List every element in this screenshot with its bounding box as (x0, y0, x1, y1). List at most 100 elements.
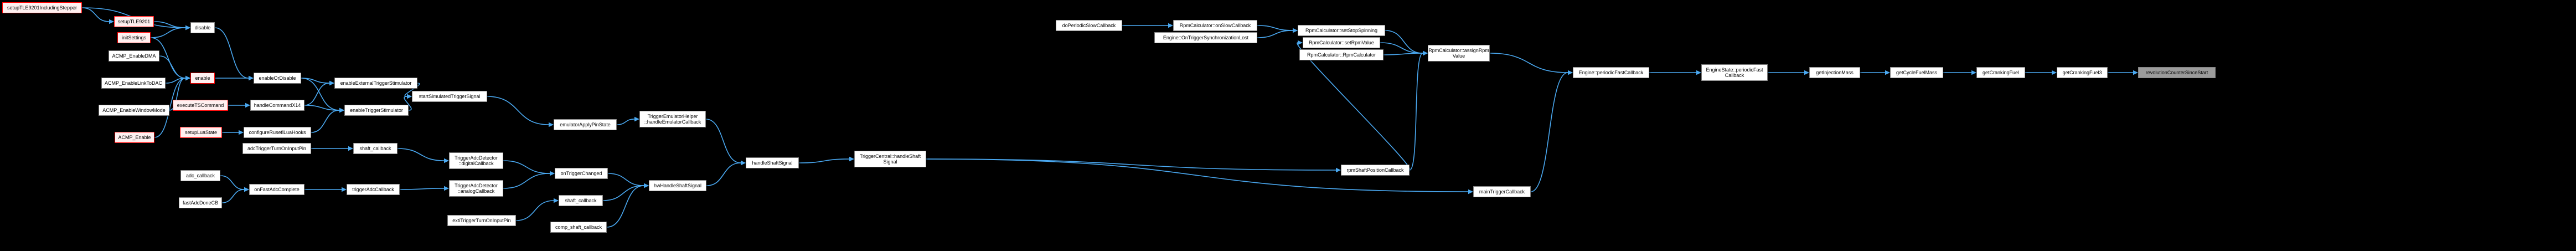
graph-node[interactable]: disable (190, 22, 215, 33)
graph-node[interactable]: RpmCalculator::setRpmValue (1303, 37, 1380, 48)
graph-node[interactable]: mainTriggerCallback (1473, 186, 1531, 197)
graph-edge (304, 83, 330, 106)
graph-edge (926, 158, 1336, 171)
graph-node[interactable]: enableExternalTriggerStimulator (334, 78, 417, 89)
graph-edge (1297, 42, 1411, 171)
graph-edge-arrowhead (339, 107, 344, 113)
graph-edge-arrowhead (644, 183, 649, 188)
graph-node[interactable]: setupLuaState (180, 127, 222, 138)
graph-node[interactable]: enable (190, 73, 215, 84)
graph-edge-arrowhead (185, 75, 190, 81)
graph-node[interactable]: RpmCalculator::RpmCalculator (1299, 49, 1383, 60)
graph-edge-arrowhead (1568, 70, 1573, 75)
graph-node[interactable]: setupTLE9201 (114, 16, 154, 27)
graph-node[interactable]: rpmShaftPositionCallback (1341, 165, 1410, 176)
graph-node[interactable]: hwHandleShaftSignal (649, 180, 706, 191)
graph-edge (397, 148, 445, 161)
graph-node[interactable]: getCrankingFuel3 (2057, 67, 2108, 78)
graph-node[interactable]: doPeriodicSlowCallback (1056, 20, 1122, 31)
graph-node[interactable]: revolutionCounterSinceStart (2138, 67, 2216, 78)
graph-edge-arrowhead (249, 75, 254, 81)
graph-edge (214, 27, 249, 79)
graph-node[interactable]: extiTriggerTurnOnInputPin (447, 215, 516, 226)
graph-edge-arrowhead (2133, 70, 2138, 75)
graph-edge-arrowhead (185, 75, 190, 81)
graph-edge (1257, 30, 1293, 38)
graph-node[interactable]: handleShaftSignal (746, 157, 799, 168)
graph-edge (606, 185, 644, 228)
graph-node[interactable]: comp_shaft_callback (550, 222, 607, 233)
graph-edge (150, 27, 186, 38)
graph-edge (1489, 53, 1568, 73)
graph-node[interactable]: getInjectionMass (1809, 67, 1860, 78)
graph-edge-arrowhead (1423, 50, 1428, 56)
graph-node[interactable]: enableTriggerStimulator (344, 105, 409, 116)
graph-node[interactable]: initSettings (117, 32, 151, 43)
graph-node[interactable]: setupTLE9201IncludingStepper (2, 2, 82, 13)
graph-edge-arrowhead (444, 158, 449, 163)
graph-node[interactable]: ACMP_EnableWindowMode (99, 105, 169, 116)
graph-node[interactable]: Engine::OnTriggerSynchronizationLost (1154, 32, 1257, 43)
graph-edge (301, 78, 340, 111)
graph-edge (1380, 42, 1423, 54)
graph-node[interactable]: fastAdcDoneCB (179, 197, 222, 208)
graph-edge-arrowhead (329, 80, 334, 86)
graph-edge (607, 173, 644, 186)
graph-node[interactable]: triggerAdcCallback (347, 184, 400, 195)
graph-edge-arrowhead (348, 146, 353, 151)
graph-edge-arrowhead (550, 171, 555, 176)
graph-edge-arrowhead (1696, 70, 1701, 75)
graph-node[interactable]: onFastAdcComplete (249, 184, 304, 195)
graph-edge-arrowhead (244, 187, 249, 192)
graph-node[interactable]: ACMP_EnableDMA (109, 50, 159, 62)
graph-edge-arrowhead (185, 25, 190, 30)
graph-node[interactable]: configureRusefiLuaHooks (244, 127, 311, 138)
graph-node[interactable]: executeTSCommand (173, 100, 228, 111)
graph-edge-arrowhead (1971, 70, 1976, 75)
graph-node[interactable]: onTriggerChanged (555, 168, 608, 179)
graph-node[interactable]: handleCommandX14 (250, 100, 304, 111)
graph-edge-arrowhead (1423, 50, 1428, 56)
graph-node[interactable]: RpmCalculator::onSlowCallback (1173, 20, 1257, 31)
graph-edge-arrowhead (1568, 70, 1573, 75)
graph-edge-arrowhead (185, 75, 190, 81)
graph-node[interactable]: RpmCalculator::assignRpm Value (1428, 45, 1490, 62)
graph-edge (311, 110, 340, 133)
graph-edge (159, 55, 186, 79)
graph-node[interactable]: shaft_callback (353, 143, 398, 154)
graph-edge-arrowhead (1468, 189, 1473, 194)
graph-node[interactable]: startSimulatedTriggerSignal (412, 91, 487, 102)
graph-node[interactable]: RpmCalculator::setStopSpinning (1298, 25, 1385, 36)
graph-node[interactable]: TriggerCentral::handleShaft Signal (854, 151, 926, 167)
graph-node[interactable]: EngineState::periodicFast Callback (1701, 64, 1768, 81)
graph-edge (602, 185, 644, 201)
graph-edge-arrowhead (249, 75, 254, 81)
graph-edge (220, 175, 245, 190)
graph-node[interactable]: ACMP_Enable (115, 132, 154, 143)
graph-edge (81, 7, 110, 22)
graph-edge-arrowhead (644, 183, 649, 188)
graph-edge-arrowhead (185, 25, 190, 30)
graph-node[interactable]: enableOrDisable (254, 73, 301, 84)
graph-node[interactable]: adc_callback (180, 170, 220, 181)
graph-edge (616, 119, 635, 125)
graph-node[interactable]: Engine::periodicFastCallback (1573, 67, 1649, 78)
graph-edge-arrowhead (741, 160, 746, 166)
graph-edge (487, 96, 549, 125)
graph-edge (399, 188, 445, 190)
graph-node[interactable]: TriggerEmulatorHelper ::handleEmulatorCa… (639, 111, 706, 127)
graph-node[interactable]: emulatorApplyPinState (554, 119, 617, 130)
graph-edge-arrowhead (185, 25, 190, 30)
graph-node[interactable]: TriggerAdcDetector ::digitalCallback (449, 152, 503, 169)
graph-node[interactable]: getCycleFuelMass (1890, 67, 1943, 78)
graph-node[interactable]: TriggerAdcDetector ::analogCallback (449, 180, 503, 197)
graph-edge (503, 173, 550, 189)
graph-edge-arrowhead (1298, 40, 1303, 45)
graph-node[interactable]: adcTriggerTurnOnInputPin (242, 143, 311, 154)
graph-edge (515, 200, 554, 221)
graph-node[interactable]: ACMP_EnableLinkToDAC (101, 78, 166, 89)
graph-node[interactable]: shaft_callback (559, 195, 603, 206)
graph-node[interactable]: getCrankingFuel (1976, 67, 2025, 78)
